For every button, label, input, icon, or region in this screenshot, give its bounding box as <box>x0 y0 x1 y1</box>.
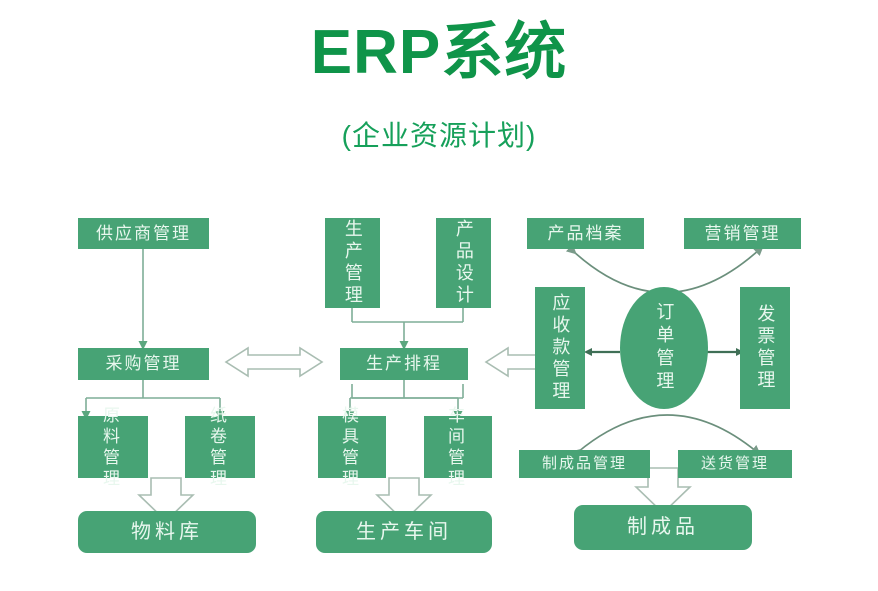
node-mold-line1: 模具管理 <box>341 405 362 489</box>
node-finished-product-management[interactable]: 制成品管理 <box>519 450 650 478</box>
node-workshop-management[interactable]: 车间管理 <box>424 406 492 488</box>
page-title: ERP系统 <box>310 18 568 87</box>
node-production-scheduling[interactable]: 生产排程 <box>340 348 468 380</box>
node-workshop-line1: 车间管理 <box>447 405 468 489</box>
node-order-management[interactable]: 订单管理 <box>620 287 708 409</box>
node-production-management[interactable]: 生产管理 <box>325 218 380 308</box>
node-production-workshop[interactable]: 生产车间 <box>316 511 492 553</box>
node-material-warehouse[interactable]: 物料库 <box>78 511 256 553</box>
node-purchase-management[interactable]: 采购管理 <box>78 348 209 380</box>
node-mold-management[interactable]: 模具管理 <box>318 406 386 488</box>
node-finished-goods[interactable]: 制成品 <box>574 505 752 550</box>
node-product-archive[interactable]: 产品档案 <box>527 218 644 249</box>
node-receivables-management[interactable]: 应收款管理 <box>535 287 585 409</box>
node-raw-material-line1: 原料管理 <box>102 405 123 489</box>
node-raw-material-management[interactable]: 原料管理 <box>78 406 148 488</box>
node-product-design[interactable]: 产品设计 <box>436 218 491 308</box>
node-paper-roll-management[interactable]: 纸卷管理 <box>185 406 255 488</box>
node-supplier-management[interactable]: 供应商管理 <box>78 218 209 249</box>
page-subtitle: (企业资源计划) <box>341 120 537 151</box>
node-delivery-management[interactable]: 送货管理 <box>678 450 792 478</box>
node-invoice-management[interactable]: 发票管理 <box>740 287 790 409</box>
node-marketing-management[interactable]: 营销管理 <box>684 218 801 249</box>
node-paper-roll-line1: 纸卷管理 <box>209 405 230 489</box>
